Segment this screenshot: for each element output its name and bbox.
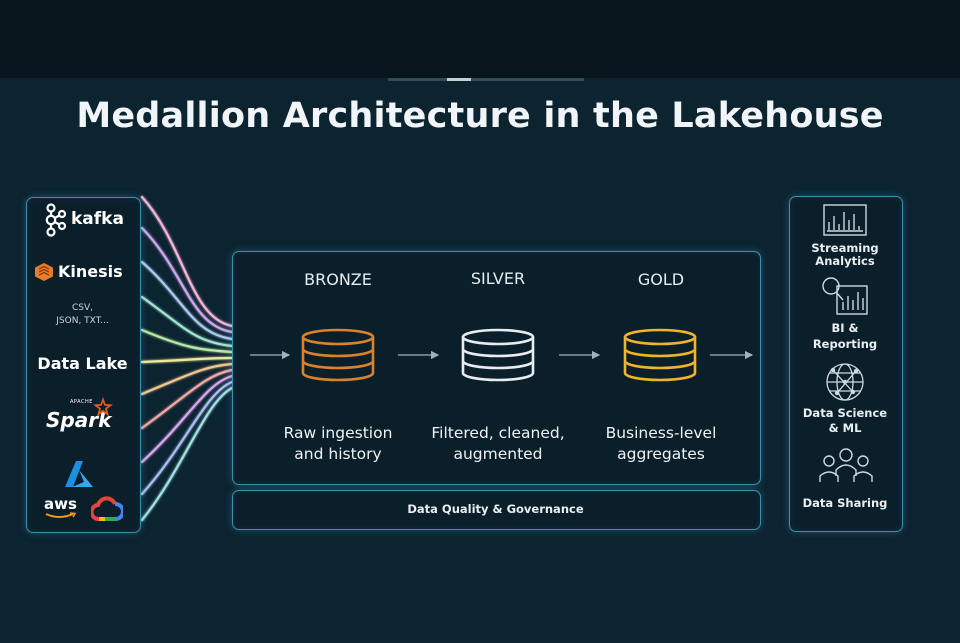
layer-gold-desc-line2: aggregates (617, 445, 705, 463)
top-bar (0, 0, 960, 78)
layer-bronze-desc-line1: Raw ingestion (283, 424, 393, 442)
kafka-icon (45, 203, 67, 237)
layer-gold-desc-line1: Business-level (605, 424, 717, 442)
aws-smile-icon (45, 512, 77, 518)
magnifier-chart-icon (822, 277, 868, 315)
azure-icon (65, 461, 93, 487)
layer-silver-label: SILVER (470, 269, 526, 288)
video-progress-thumb[interactable] (447, 78, 471, 81)
layer-bronze-label: BRONZE (304, 270, 372, 289)
consumer-streaming-line1: Streaming (811, 241, 879, 255)
consumer-bi-line1: BI & (831, 321, 859, 335)
video-progress-track[interactable] (388, 78, 584, 81)
consumer-datascience-line2: & ML (828, 421, 862, 435)
source-kafka: kafka (71, 209, 124, 229)
page-title: Medallion Architecture in the Lakehouse (76, 96, 884, 136)
layers-diagram (250, 328, 754, 382)
layer-silver-desc-line2: augmented (453, 445, 543, 463)
kinesis-icon (35, 263, 53, 281)
google-cloud-icon (91, 496, 123, 521)
governance-bar (232, 490, 761, 530)
layer-gold-label: GOLD (637, 270, 685, 289)
source-kinesis: Kinesis (58, 262, 123, 281)
layer-bronze-desc-line2: and history (294, 445, 382, 463)
spark-star-icon (93, 397, 113, 417)
bronze-database-icon (301, 328, 375, 382)
gold-database-icon (623, 328, 697, 382)
source-files-line2: JSON, TXT... (56, 316, 109, 326)
consumer-bi-line2: Reporting (812, 337, 878, 351)
dashboard-chart-icon (823, 204, 867, 236)
governance-label: Data Quality & Governance (407, 502, 584, 516)
people-group-icon (819, 448, 873, 482)
network-globe-icon (826, 363, 864, 401)
consumer-datasharing-label: Data Sharing (802, 496, 888, 510)
source-files-line1: CSV, (71, 303, 93, 313)
consumer-datascience-line1: Data Science (802, 406, 888, 420)
consumer-streaming-line2: Analytics (815, 254, 875, 268)
silver-database-icon (461, 328, 535, 382)
layer-silver-desc-line1: Filtered, cleaned, (431, 424, 565, 442)
spark-apache-label: APACHE (70, 399, 93, 405)
source-aws: aws (44, 495, 77, 513)
source-data-lake: Data Lake (37, 354, 128, 373)
